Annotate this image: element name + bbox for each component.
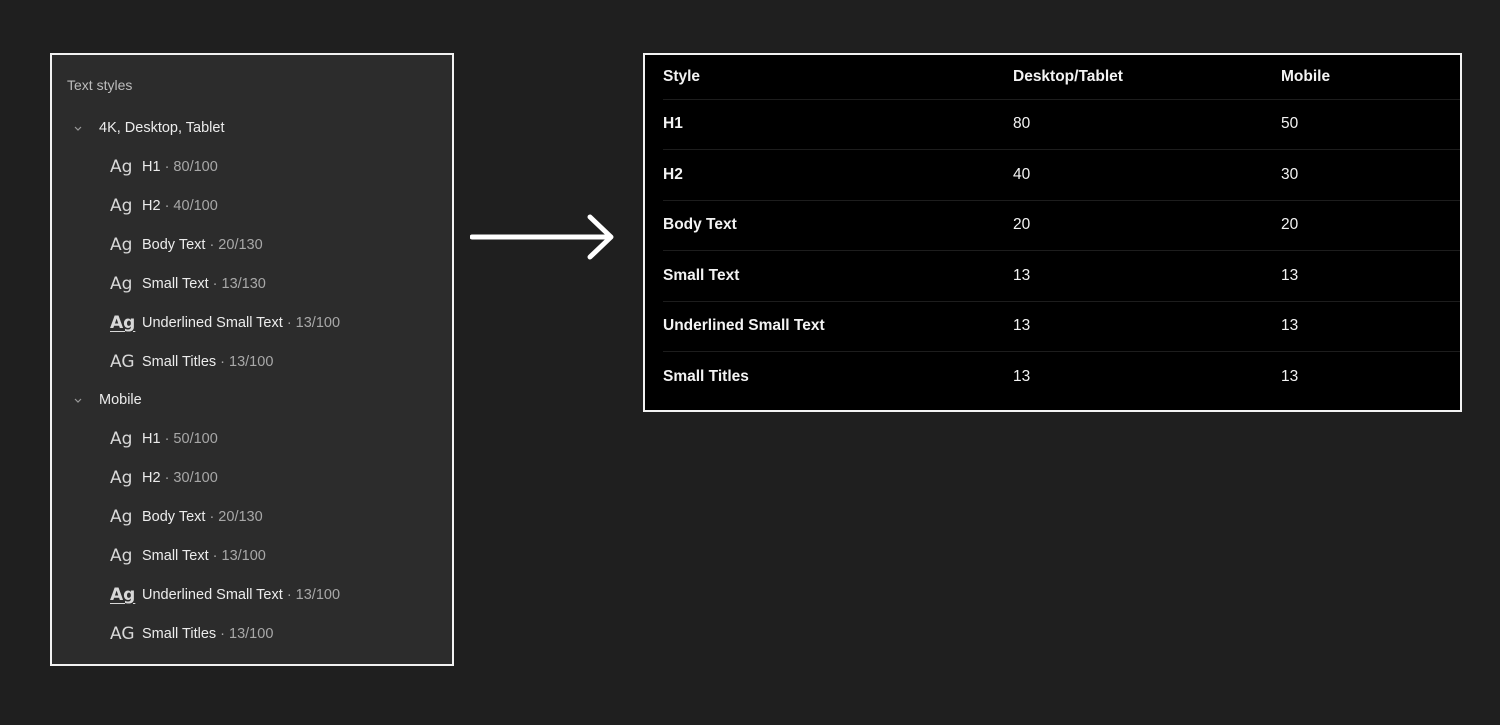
text-styles-table: Style Desktop/Tablet Mobile H1 80 50 H2 … [643,53,1462,412]
style-item[interactable]: Ag Body Text · 20/130 [52,504,452,530]
table-cell-desktop: 80 [1013,115,1031,132]
group-mobile[interactable]: Mobile [52,388,452,412]
table-header-row: Style Desktop/Tablet Mobile [663,55,1460,100]
caps-text-style-icon: AG [110,624,135,644]
table-cell-style: H1 [663,115,683,132]
text-style-icon: Ag [110,196,133,216]
style-name: H1 [142,431,161,447]
panel-title: Text styles [67,77,133,93]
style-name: Underlined Small Text [142,315,283,331]
table-cell-desktop: 40 [1013,166,1031,183]
style-meta: · 30/100 [164,470,218,486]
style-meta: · 80/100 [164,159,218,175]
text-style-icon: Ag [110,468,133,488]
table-row: Body Text 20 20 [663,200,1460,251]
table-row: Underlined Small Text 13 13 [663,301,1460,352]
underline-text-style-icon: Ag [110,313,136,333]
style-meta: · 13/100 [212,548,266,564]
style-item[interactable]: Ag H2 · 40/100 [52,193,452,219]
style-item[interactable]: Ag H1 · 80/100 [52,154,452,180]
table-row: Small Titles 13 13 [663,352,1460,402]
table-cell-desktop: 13 [1013,267,1031,284]
text-style-icon: Ag [110,546,133,566]
group-desktop[interactable]: 4K, Desktop, Tablet [52,116,452,140]
style-name: H2 [142,198,161,214]
table-cell-style: Body Text [663,216,737,233]
text-styles-panel: Text styles 4K, Desktop, Tablet Ag H1 · … [50,53,454,666]
group-label: 4K, Desktop, Tablet [99,120,225,136]
style-meta: · 13/100 [286,315,341,331]
table-cell-mobile: 30 [1281,166,1299,183]
table-cell-style: Small Titles [663,368,749,385]
caps-text-style-icon: AG [110,352,135,372]
style-meta: · 13/100 [220,626,274,642]
style-meta: · 50/100 [164,431,218,447]
style-item[interactable]: Ag Small Text · 13/130 [52,271,452,297]
style-name: Small Text [142,276,209,292]
group-label: Mobile [99,392,142,408]
style-item[interactable]: Ag Small Text · 13/100 [52,543,452,569]
style-name: Small Titles [142,626,217,642]
chevron-down-icon[interactable] [73,116,83,140]
style-meta: · 40/100 [164,198,218,214]
column-header: Style [663,68,701,85]
style-item[interactable]: Ag H2 · 30/100 [52,465,452,491]
style-meta: · 13/100 [220,354,274,370]
style-name: Small Text [142,548,209,564]
style-item[interactable]: AG Small Titles · 13/100 [52,621,452,647]
table-cell-desktop: 20 [1013,216,1031,233]
table-row: H1 80 50 [663,99,1460,150]
text-style-icon: Ag [110,157,133,177]
style-name: Body Text [142,509,206,525]
table-row: H2 40 30 [663,150,1460,201]
table-cell-mobile: 13 [1281,368,1299,385]
text-style-icon: Ag [110,429,133,449]
style-item[interactable]: Ag Body Text · 20/130 [52,232,452,258]
style-name: H1 [142,159,161,175]
table-cell-mobile: 50 [1281,115,1299,132]
style-item[interactable]: AG Small Titles · 13/100 [52,349,452,375]
table-cell-mobile: 13 [1281,317,1299,334]
style-name: Small Titles [142,354,217,370]
table-cell-style: Small Text [663,267,740,284]
style-item[interactable]: Ag Underlined Small Text · 13/100 [52,582,452,608]
right-arrow-icon [469,210,620,269]
style-meta: · 20/130 [209,237,263,253]
underline-text-style-icon: Ag [110,585,136,605]
style-meta: · 20/130 [209,509,263,525]
style-meta: · 13/100 [286,587,341,603]
style-item[interactable]: Ag H1 · 50/100 [52,426,452,452]
chevron-down-icon[interactable] [73,388,83,412]
table-row: Small Text 13 13 [663,251,1460,302]
column-header: Mobile [1281,68,1331,85]
table-cell-style: H2 [663,166,683,183]
table-cell-mobile: 20 [1281,216,1299,233]
table-cell-style: Underlined Small Text [663,317,825,334]
style-name: Underlined Small Text [142,587,283,603]
style-name: Body Text [142,237,206,253]
style-item[interactable]: Ag Underlined Small Text · 13/100 [52,310,452,336]
text-style-icon: Ag [110,507,133,527]
table-cell-mobile: 13 [1281,267,1299,284]
text-style-icon: Ag [110,274,133,294]
style-name: H2 [142,470,161,486]
column-header: Desktop/Tablet [1013,68,1123,85]
text-style-icon: Ag [110,235,133,255]
table-cell-desktop: 13 [1013,317,1031,334]
table-cell-desktop: 13 [1013,368,1031,385]
style-meta: · 13/130 [212,276,266,292]
